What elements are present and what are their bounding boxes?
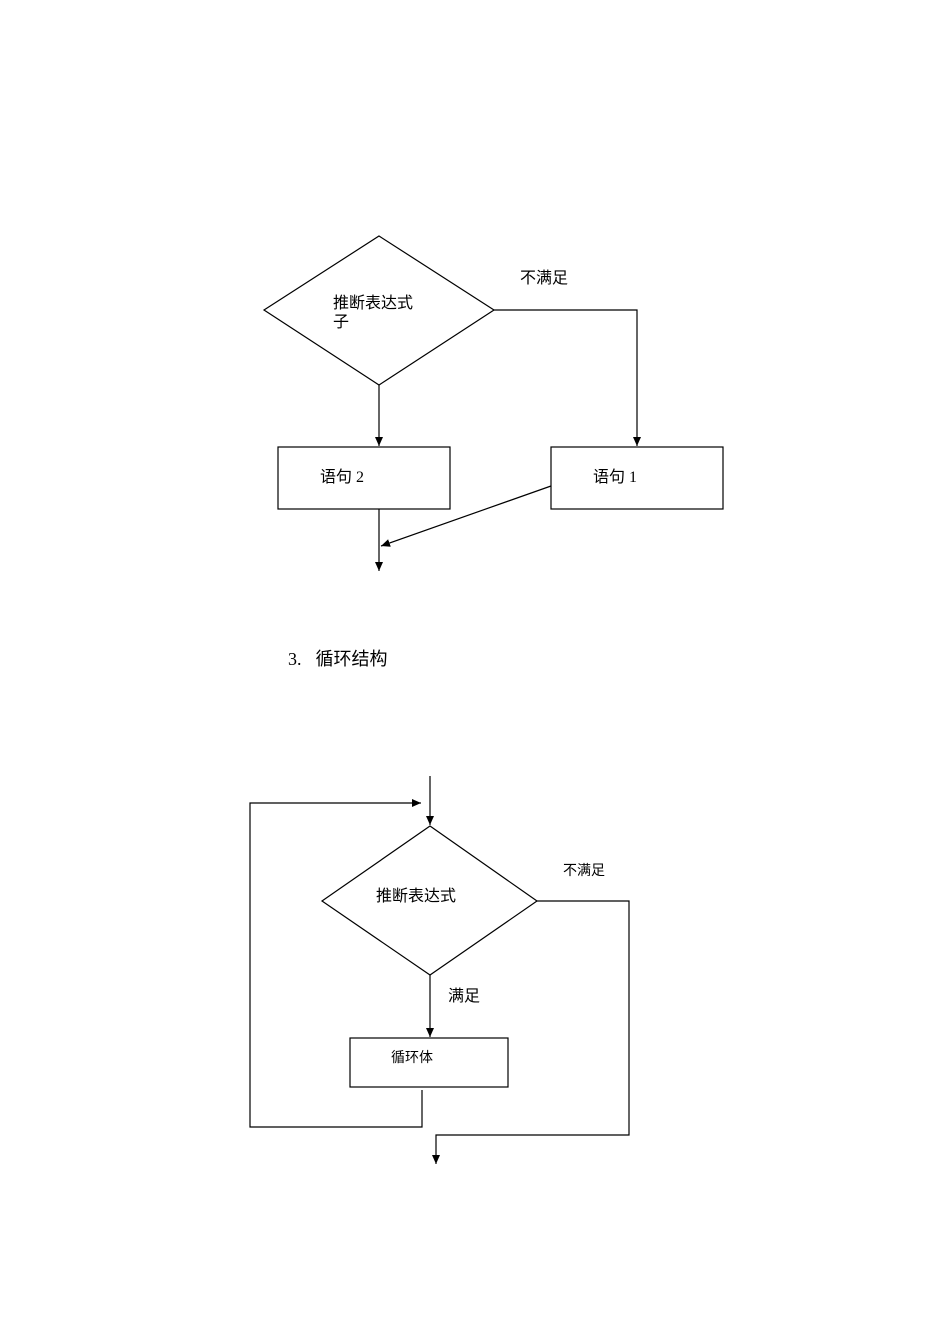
section-number: 3. xyxy=(288,649,302,669)
arrow-no-to-statement1 xyxy=(494,309,641,446)
statement2-label: 语句 2 xyxy=(320,468,364,486)
loop-no-label: 不满足 xyxy=(563,863,605,879)
loop-body-box xyxy=(349,1037,509,1088)
section-title: 循环结构 xyxy=(315,649,388,669)
selection-flowchart: 推断表达式 子 不满足 语句 2 语句 1 xyxy=(262,235,724,571)
statement1-label: 语句 1 xyxy=(593,468,637,486)
loop-condition-label: 推断表达式 xyxy=(376,887,456,905)
arrow-loop-back xyxy=(249,799,423,1128)
arrow-loop-exit xyxy=(432,900,630,1164)
statement1-box xyxy=(550,446,724,510)
statement2-box xyxy=(277,446,451,510)
loop-yes-label: 满足 xyxy=(448,987,480,1005)
arrow-statement1-merge xyxy=(380,485,552,547)
loop-body-label: 循环体 xyxy=(391,1050,433,1066)
section-heading: 3. 循环结构 xyxy=(288,645,388,671)
condition-label-line2: 子 xyxy=(333,313,349,331)
condition-label-line1: 推断表达式 xyxy=(333,294,413,312)
no-branch-label: 不满足 xyxy=(520,269,568,287)
loop-flowchart: 推断表达式 不满足 满足 循环体 xyxy=(249,776,630,1164)
